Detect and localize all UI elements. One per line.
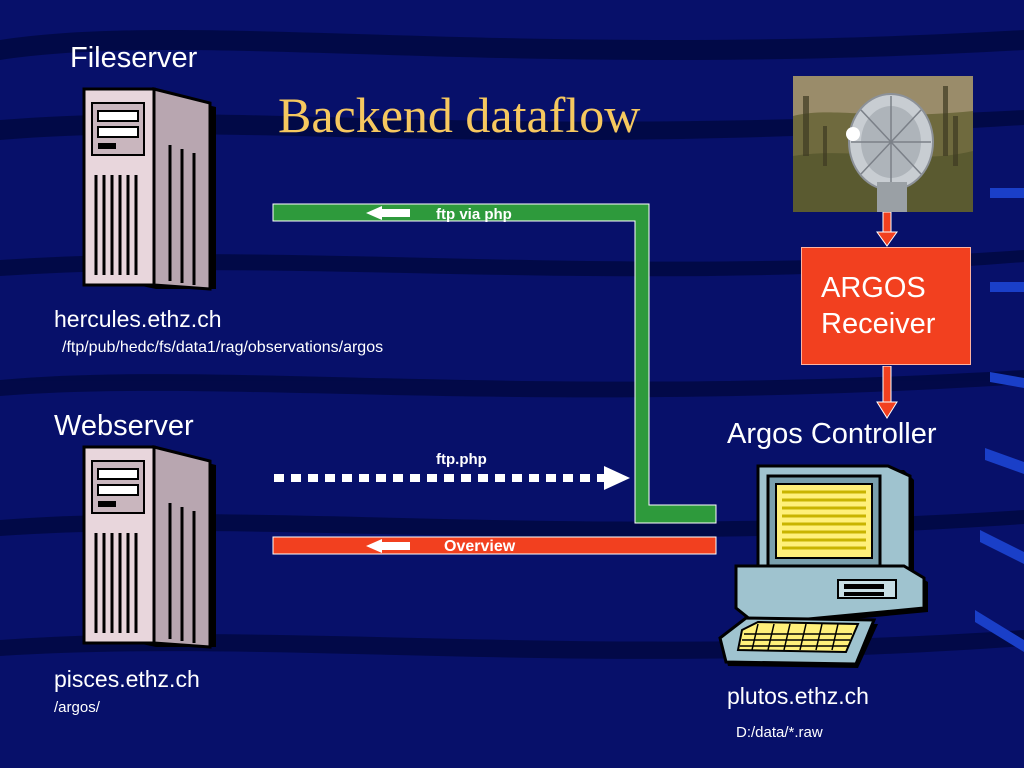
- satellite-dish-photo: [793, 76, 973, 212]
- receiver-to-controller-arrow-icon: [876, 366, 898, 419]
- webserver-heading: Webserver: [54, 410, 194, 442]
- argos-receiver-box: ARGOS Receiver: [801, 247, 971, 365]
- ftp-via-php-label: ftp via php: [436, 206, 512, 223]
- webserver-tower-icon: [82, 445, 216, 649]
- slide-title: Backend dataflow: [278, 87, 641, 143]
- ftp-via-php-arrowhead: [366, 206, 382, 220]
- overview-label: Overview: [444, 538, 516, 555]
- receiver-line1: ARGOS: [821, 272, 926, 304]
- ftp-php-arrowhead: [604, 466, 630, 490]
- fileserver-path: /ftp/pub/hedc/fs/data1/rag/observations/…: [62, 339, 384, 356]
- ftp-php-label: ftp.php: [436, 451, 487, 468]
- receiver-line2: Receiver: [821, 308, 936, 340]
- dish-to-receiver-arrow-icon: [876, 212, 898, 247]
- webserver-host: pisces.ethz.ch: [54, 666, 200, 692]
- controller-host: plutos.ethz.ch: [727, 683, 869, 709]
- fileserver-host: hercules.ethz.ch: [54, 306, 222, 332]
- ftp-via-php-flow-band: [272, 203, 717, 524]
- ftp-via-php-arrow-shaft: [380, 209, 410, 217]
- fileserver-tower-icon: [82, 87, 216, 291]
- controller-path: D:/data/*.raw: [736, 724, 823, 741]
- controller-heading: Argos Controller: [727, 418, 937, 450]
- fileserver-heading: Fileserver: [70, 42, 198, 74]
- dataflow-lines: [272, 203, 717, 555]
- webserver-path: /argos/: [54, 699, 100, 716]
- ftp-via-php-flow: [273, 205, 716, 522]
- overview-arrow-shaft: [380, 542, 410, 550]
- overview-arrowhead: [366, 539, 382, 553]
- desktop-computer-icon: [718, 464, 928, 668]
